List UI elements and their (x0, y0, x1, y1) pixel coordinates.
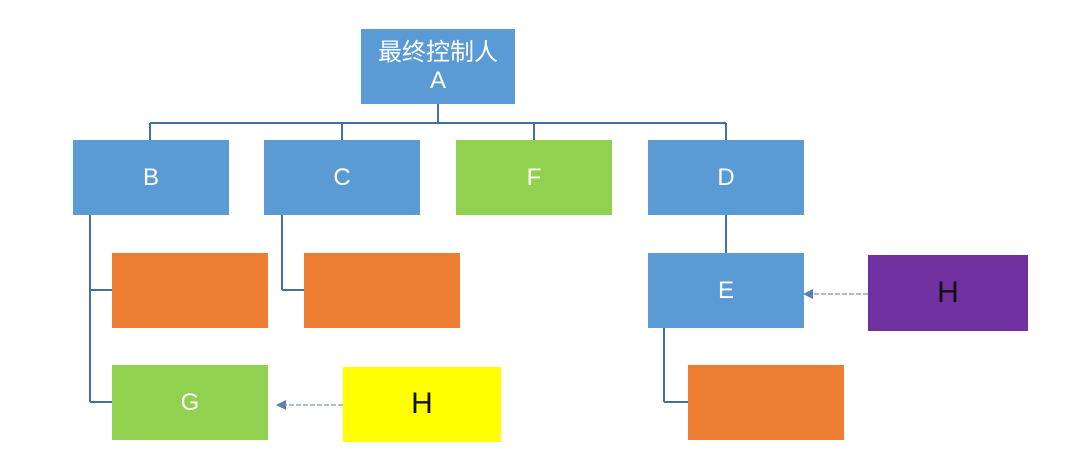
node-h-yellow: H (343, 367, 501, 442)
node-f: F (456, 140, 612, 215)
node-b-label: B (142, 163, 159, 191)
node-h-yellow-label: H (411, 387, 433, 421)
node-d: D (648, 140, 804, 215)
root-label: A (429, 66, 446, 94)
arrow-h-to-e-head (803, 289, 813, 299)
node-c-child-orange (304, 253, 460, 328)
node-c: C (264, 140, 420, 215)
node-b-child-orange (112, 253, 268, 328)
node-h-purple-label: H (937, 275, 959, 309)
root-title: 最终控制人 (378, 37, 498, 66)
node-e-label: E (717, 276, 734, 304)
node-root-a: 最终控制人 A (361, 29, 515, 104)
node-e: E (648, 253, 804, 328)
arrow-h-to-g-head (276, 400, 286, 410)
node-c-label: C (333, 163, 351, 191)
node-g: G (112, 365, 268, 440)
node-e-child-orange (688, 365, 844, 440)
node-g-label: G (180, 388, 200, 416)
node-f-label: F (526, 163, 542, 191)
node-d-label: D (717, 163, 735, 191)
node-h-purple: H (868, 255, 1028, 331)
node-b: B (73, 140, 229, 215)
